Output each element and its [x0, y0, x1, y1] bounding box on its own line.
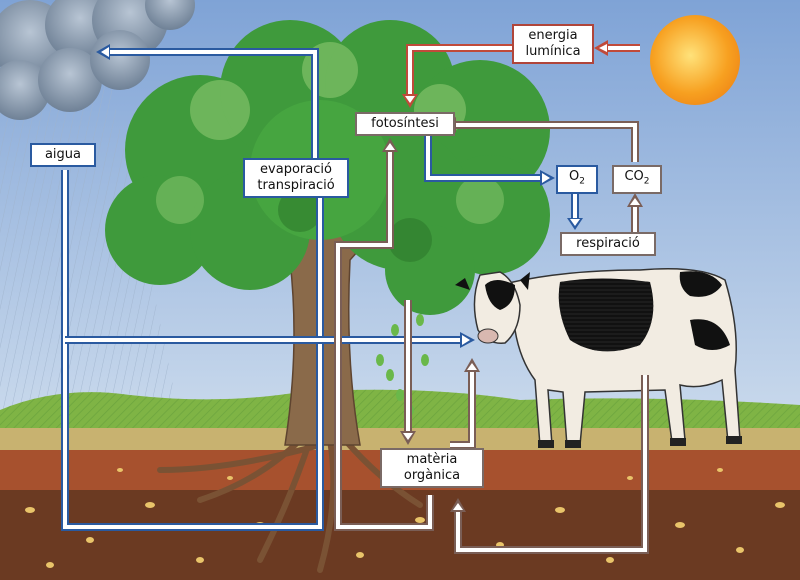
evaporation-line-2: transpiració: [257, 178, 335, 193]
energy-arrow: [406, 44, 640, 95]
o2-subscript: 2: [579, 176, 585, 187]
o2-text: O: [569, 169, 580, 184]
organic-matter-label: matèria orgànica: [380, 448, 484, 488]
cow: [455, 268, 742, 448]
evaporation-label: evaporació transpiració: [243, 158, 349, 198]
energy-arrowheads: [402, 40, 608, 108]
grass: [0, 428, 800, 450]
matter-arrowheads-inner: [385, 121, 640, 510]
light-energy-label: energia lumínica: [512, 24, 594, 64]
light-energy-line-1: energia: [528, 28, 578, 43]
photosynthesis-label: fotosíntesi: [355, 112, 455, 136]
organic-line-2: orgànica: [403, 468, 461, 483]
tree-canopy: [105, 20, 550, 315]
co2-subscript: 2: [643, 176, 650, 187]
subsoil: [0, 490, 800, 580]
water-cycle-arrows: [61, 48, 579, 531]
co2-label: CO2: [612, 165, 662, 194]
co2-text: CO: [624, 169, 644, 184]
water-label: aigua: [30, 143, 96, 167]
cloud: [0, 0, 195, 120]
respiration-label: respiració: [560, 232, 656, 256]
matter-cycle-arrows: [334, 121, 649, 554]
light-energy-line-2: lumínica: [525, 44, 581, 59]
organic-line-1: matèria: [406, 452, 458, 467]
evaporation-line-1: evaporació: [260, 162, 332, 177]
o2-label: O2: [556, 165, 598, 194]
sun: [650, 15, 740, 105]
